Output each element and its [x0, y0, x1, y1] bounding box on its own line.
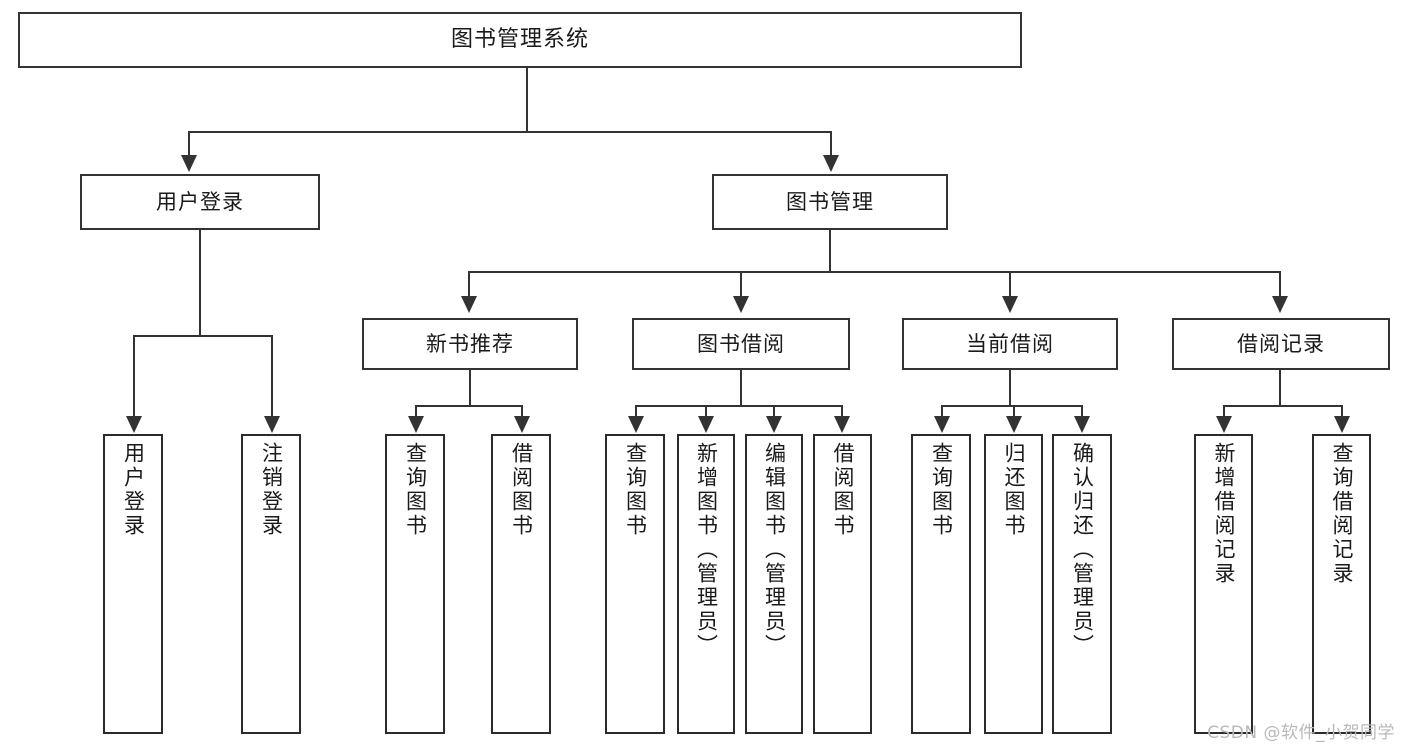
node-label: 用户登录 — [156, 189, 244, 214]
connector-book-mgmt-to-borrow — [740, 271, 742, 298]
connector-new-book-to-leaf-1 — [415, 405, 417, 418]
arrow-root-to-user-login — [181, 155, 197, 172]
connector-book-mgmt-to-current — [1009, 271, 1011, 298]
arrow-book-mgmt-to-new-book — [461, 296, 477, 313]
connector-root-to-book-mgmt — [830, 131, 832, 157]
leaf-book-borrow-edit[interactable]: 编辑图书（管理员） — [745, 434, 803, 734]
node-label: 图书借阅 — [697, 331, 785, 356]
node-label: 新书推荐 — [426, 331, 514, 356]
leaf-user-login-logout[interactable]: 注销登录 — [241, 434, 301, 734]
arrow-new-book-to-leaf-1 — [408, 416, 424, 433]
arrow-user-login-to-leaf-1 — [126, 416, 142, 433]
connector-book-mgmt-bus — [468, 271, 1280, 273]
connector-book-borrow-to-leaf-4 — [841, 405, 843, 418]
node-label: 查询图书 — [623, 442, 648, 538]
connector-new-book-bus — [415, 405, 523, 407]
connector-user-login-to-leaf-1 — [133, 335, 135, 418]
leaf-borrow-records-query[interactable]: 查询借阅记录 — [1312, 434, 1371, 734]
connector-new-book-stem — [469, 370, 471, 406]
arrow-borrow-records-to-leaf-1 — [1216, 416, 1232, 433]
node-book-borrow[interactable]: 图书借阅 — [632, 318, 850, 370]
connector-book-borrow-stem — [740, 370, 742, 406]
leaf-current-borrow-return[interactable]: 归还图书 — [984, 434, 1043, 734]
connector-user-login-to-leaf-2 — [271, 335, 273, 418]
node-label: 图书管理 — [786, 189, 874, 214]
connector-borrow-records-stem — [1279, 370, 1281, 406]
arrow-current-borrow-to-leaf-3 — [1074, 416, 1090, 433]
node-label: 借阅图书 — [509, 442, 534, 538]
connector-current-borrow-to-leaf-3 — [1081, 405, 1083, 418]
connector-root-bus — [188, 131, 832, 133]
arrow-current-borrow-to-leaf-2 — [1006, 416, 1022, 433]
leaf-book-borrow-borrow[interactable]: 借阅图书 — [813, 434, 872, 734]
arrow-book-mgmt-to-records — [1272, 296, 1288, 313]
node-label: 确认归还（管理员） — [1070, 442, 1095, 658]
connector-new-book-to-leaf-2 — [521, 405, 523, 418]
arrow-book-borrow-to-leaf-3 — [766, 416, 782, 433]
node-label: 归还图书 — [1001, 442, 1026, 538]
arrow-root-to-book-mgmt — [823, 155, 839, 172]
node-label: 借阅记录 — [1237, 331, 1325, 356]
connector-root-to-user-login — [188, 131, 190, 157]
node-root-system[interactable]: 图书管理系统 — [18, 12, 1022, 68]
connector-user-login-bus — [133, 335, 273, 337]
arrow-book-borrow-to-leaf-1 — [628, 416, 644, 433]
leaf-current-borrow-query[interactable]: 查询图书 — [911, 434, 971, 734]
connector-book-mgmt-stem — [829, 230, 831, 272]
connector-borrow-records-bus — [1223, 405, 1341, 407]
arrow-current-borrow-to-leaf-1 — [934, 416, 950, 433]
connector-book-mgmt-to-new-book — [468, 271, 470, 298]
connector-book-borrow-to-leaf-1 — [635, 405, 637, 418]
arrow-book-mgmt-to-current — [1002, 296, 1018, 313]
arrow-borrow-records-to-leaf-2 — [1334, 416, 1350, 433]
connector-borrow-records-to-leaf-1 — [1223, 405, 1225, 418]
node-borrow-records[interactable]: 借阅记录 — [1172, 318, 1390, 370]
arrow-user-login-to-leaf-2 — [264, 416, 280, 433]
leaf-new-book-query[interactable]: 查询图书 — [385, 434, 445, 734]
node-label: 图书管理系统 — [450, 27, 589, 53]
leaf-new-book-borrow[interactable]: 借阅图书 — [491, 434, 551, 734]
arrow-book-borrow-to-leaf-4 — [834, 416, 850, 433]
node-label: 借阅图书 — [830, 442, 855, 538]
node-label: 当前借阅 — [966, 331, 1054, 356]
node-user-login[interactable]: 用户登录 — [80, 174, 320, 230]
connector-book-borrow-to-leaf-3 — [773, 405, 775, 418]
connector-book-borrow-bus — [635, 405, 843, 407]
node-label: 查询借阅记录 — [1329, 442, 1354, 586]
connector-borrow-records-to-leaf-2 — [1341, 405, 1343, 418]
arrow-new-book-to-leaf-2 — [514, 416, 530, 433]
node-current-borrow[interactable]: 当前借阅 — [902, 318, 1118, 370]
leaf-book-borrow-query[interactable]: 查询图书 — [605, 434, 665, 734]
connector-current-borrow-to-leaf-1 — [941, 405, 943, 418]
node-label: 新增图书（管理员） — [694, 442, 719, 658]
connector-root-stem — [526, 68, 528, 132]
node-label: 编辑图书（管理员） — [762, 442, 787, 658]
arrow-book-borrow-to-leaf-2 — [698, 416, 714, 433]
connector-current-borrow-bus — [941, 405, 1081, 407]
node-label: 用户登录 — [121, 442, 146, 538]
connector-book-mgmt-to-records — [1279, 271, 1281, 298]
leaf-book-borrow-add[interactable]: 新增图书（管理员） — [677, 434, 735, 734]
node-new-book-recommend[interactable]: 新书推荐 — [362, 318, 578, 370]
connector-current-borrow-to-leaf-2 — [1013, 405, 1015, 418]
leaf-current-borrow-confirm-return[interactable]: 确认归还（管理员） — [1052, 434, 1112, 734]
connector-current-borrow-stem — [1009, 370, 1011, 406]
node-label: 注销登录 — [259, 442, 284, 538]
connector-book-borrow-to-leaf-2 — [705, 405, 707, 418]
arrow-book-mgmt-to-borrow — [733, 296, 749, 313]
node-label: 查询图书 — [403, 442, 428, 538]
node-book-management[interactable]: 图书管理 — [712, 174, 948, 230]
leaf-borrow-records-add[interactable]: 新增借阅记录 — [1194, 434, 1253, 734]
connector-user-login-stem — [199, 230, 201, 336]
leaf-user-login-login[interactable]: 用户登录 — [103, 434, 163, 734]
node-label: 新增借阅记录 — [1211, 442, 1236, 586]
node-label: 查询图书 — [929, 442, 954, 538]
